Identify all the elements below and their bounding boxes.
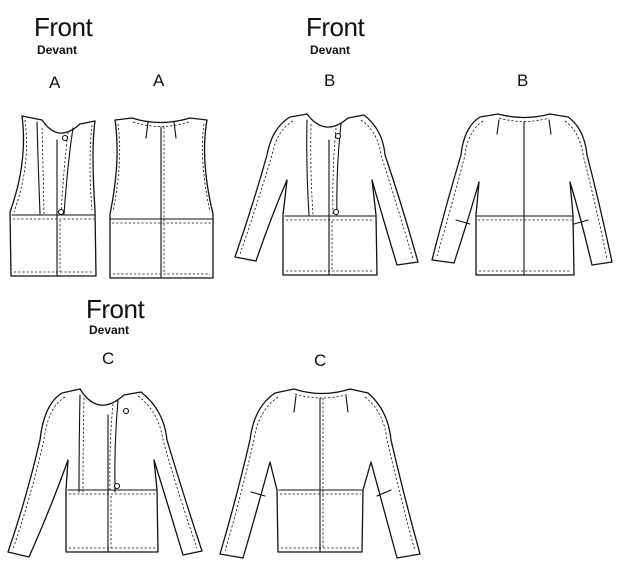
front-heading-b: Front xyxy=(306,12,365,42)
button-icon xyxy=(122,407,130,415)
view-a-back-vest xyxy=(109,117,214,279)
button-icon xyxy=(334,132,342,140)
view-b-front-jacket xyxy=(234,113,419,276)
button-icon xyxy=(57,208,65,216)
view-label-b-back: B xyxy=(517,71,529,90)
view-a-front-vest xyxy=(9,115,97,277)
front-heading-c: Front xyxy=(86,294,145,324)
front-heading-a: Front xyxy=(34,12,93,42)
devant-subheading-c: Devant xyxy=(89,323,130,337)
devant-subheading-b: Devant xyxy=(310,43,351,57)
view-label-c-front: C xyxy=(102,349,115,368)
button-icon xyxy=(113,482,121,490)
view-c-back-jacket xyxy=(219,388,421,559)
button-icon xyxy=(332,208,340,216)
button-icon xyxy=(61,134,69,142)
view-label-a-front: A xyxy=(49,73,61,92)
view-label-c-back: C xyxy=(314,351,327,370)
view-b-back-jacket xyxy=(431,113,613,276)
view-c-front-jacket xyxy=(7,388,203,558)
devant-subheading-a: Devant xyxy=(37,43,78,57)
view-label-b-front: B xyxy=(324,71,336,90)
view-label-a-back: A xyxy=(153,71,165,90)
